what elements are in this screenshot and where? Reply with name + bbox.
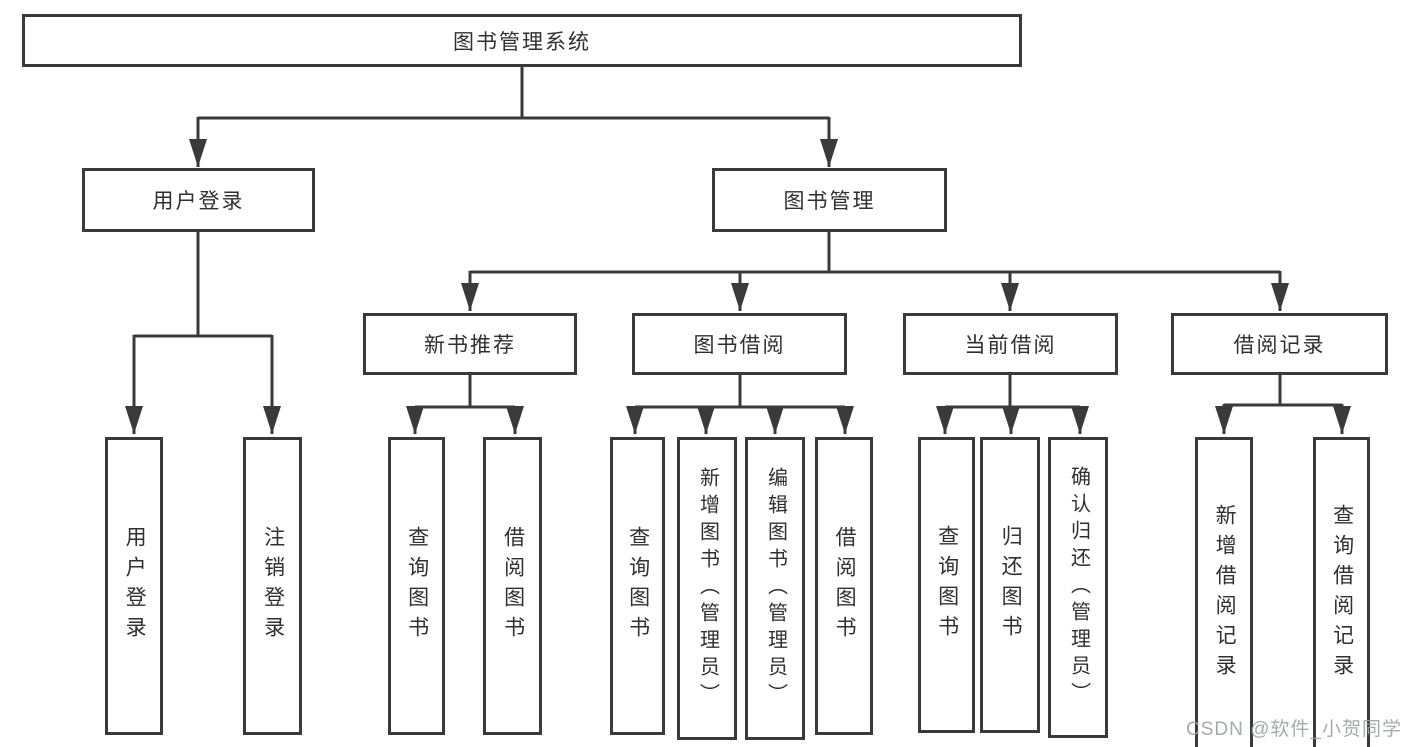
leaf-query-book-3-label: 查询图书 xyxy=(935,525,959,645)
node-book-management-label: 图书管理 xyxy=(783,190,876,213)
leaf-edit-book-admin-label: 编辑图书（管理员） xyxy=(764,467,787,710)
node-new-book-recommend: 新书推荐 xyxy=(363,313,577,375)
leaf-query-book-2: 查询图书 xyxy=(610,437,665,735)
node-new-book-recommend-label: 新书推荐 xyxy=(424,334,516,357)
leaf-user-login: 用户登录 xyxy=(105,437,163,735)
node-current-borrow-label: 当前借阅 xyxy=(964,334,1057,357)
node-book-borrow: 图书借阅 xyxy=(632,313,847,375)
leaf-query-book-2-label: 查询图书 xyxy=(626,526,650,646)
leaf-user-login-label: 用户登录 xyxy=(123,526,147,646)
leaf-borrow-book-1: 借阅图书 xyxy=(483,437,542,735)
leaf-query-borrow-record: 查询借阅记录 xyxy=(1313,437,1370,747)
leaf-confirm-return-admin: 确认归还（管理员） xyxy=(1048,437,1108,738)
leaf-confirm-return-admin-label: 确认归还（管理员） xyxy=(1067,466,1090,709)
leaf-query-book-1: 查询图书 xyxy=(388,437,445,735)
leaf-edit-book-admin: 编辑图书（管理员） xyxy=(745,437,805,740)
watermark: CSDN @软件_小贺同学 xyxy=(1186,719,1402,740)
leaf-query-borrow-record-label: 查询借阅记录 xyxy=(1330,504,1354,684)
leaf-query-book-1-label: 查询图书 xyxy=(405,526,429,646)
leaf-return-book: 归还图书 xyxy=(980,437,1040,733)
leaf-add-borrow-record: 新增借阅记录 xyxy=(1195,437,1253,747)
leaf-add-book-admin: 新增图书（管理员） xyxy=(677,437,737,740)
leaf-query-book-3: 查询图书 xyxy=(918,437,975,733)
node-borrow-records-label: 借阅记录 xyxy=(1233,334,1326,357)
node-current-borrow: 当前借阅 xyxy=(903,313,1118,375)
node-borrow-records: 借阅记录 xyxy=(1171,313,1388,375)
leaf-borrow-book-2-label: 借阅图书 xyxy=(833,526,857,646)
leaf-logout: 注销登录 xyxy=(243,437,302,735)
leaf-logout-label: 注销登录 xyxy=(261,526,285,646)
leaf-add-book-admin-label: 新增图书（管理员） xyxy=(696,467,719,710)
leaf-borrow-book-1-label: 借阅图书 xyxy=(501,526,525,646)
leaf-return-book-label: 归还图书 xyxy=(999,525,1023,645)
node-root: 图书管理系统 xyxy=(22,14,1022,67)
node-user-login: 用户登录 xyxy=(82,168,315,232)
node-book-management: 图书管理 xyxy=(712,168,947,232)
node-root-label: 图书管理系统 xyxy=(453,30,591,54)
leaf-add-borrow-record-label: 新增借阅记录 xyxy=(1213,504,1237,684)
leaf-borrow-book-2: 借阅图书 xyxy=(815,437,873,735)
node-user-login-label: 用户登录 xyxy=(152,190,245,213)
node-book-borrow-label: 图书借阅 xyxy=(693,334,786,357)
